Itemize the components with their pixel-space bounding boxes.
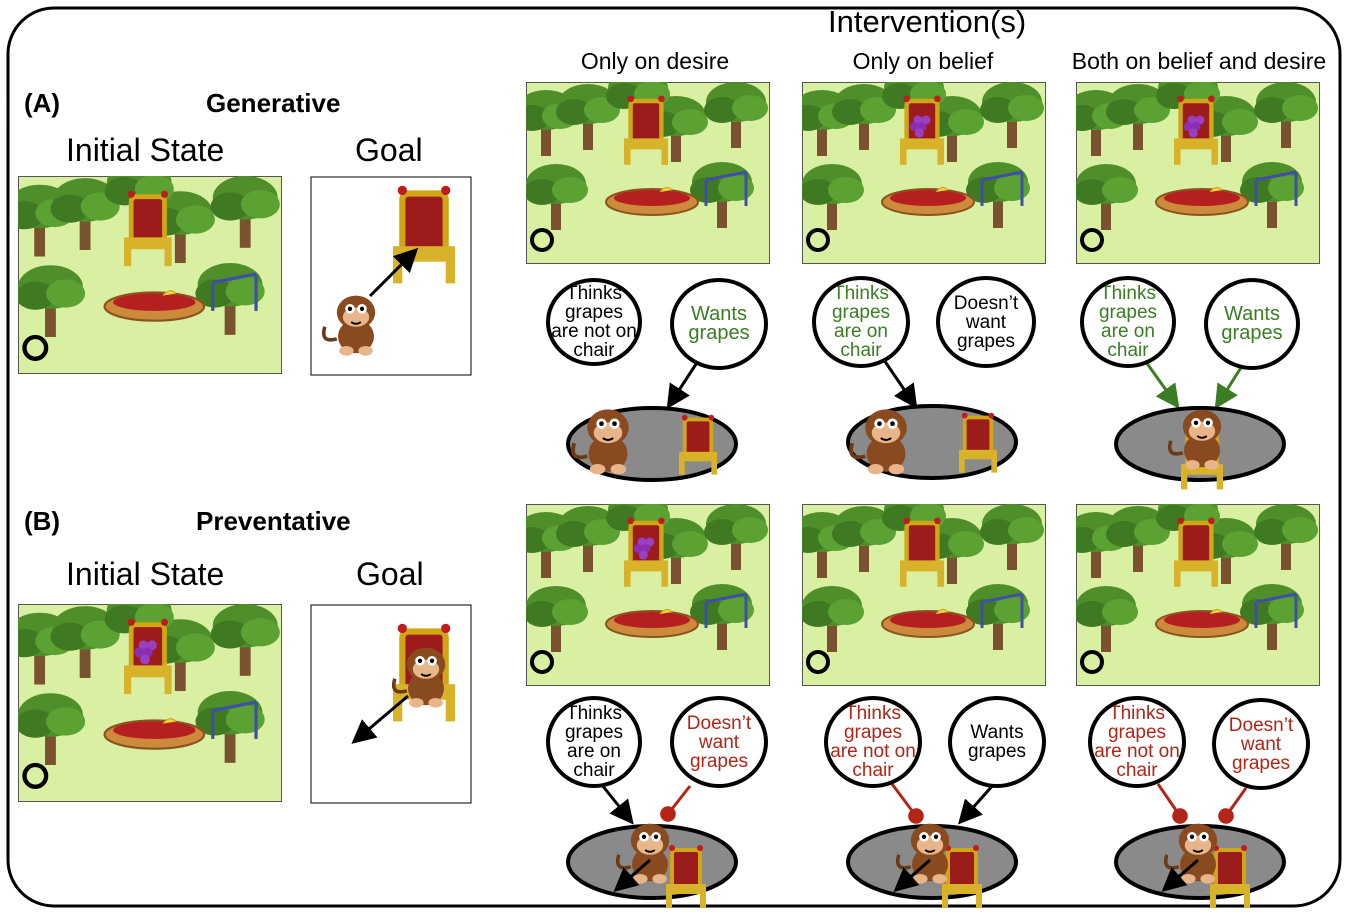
desire-bubble-b-belief: Wants grapes [948,696,1046,788]
initial-state-scene-a [18,176,282,374]
arrow-a-desire [666,357,702,410]
desire-bubble-a-belief: Doesn’t want grapes [936,276,1036,368]
panel-a-label: (A) [24,88,61,118]
desire-bubble-b-desire: Doesn’t want grapes [670,696,768,788]
panel-b-title: Preventative [196,506,351,536]
desire-bubble-a-both: Wants grapes [1204,278,1300,370]
scene-a-belief [802,82,1046,264]
link-b-belief-belief [890,783,924,824]
scene-a-desire [526,82,770,264]
link-b-both-desire [1218,787,1248,824]
link-b-both-belief [1156,783,1188,824]
belief-bubble-a-both: Thinks grapes are on chair [1080,276,1176,368]
arrow-a-both-belief [1144,361,1180,409]
scene-b-both [1076,504,1320,686]
panel-b-label: (B) [24,506,61,536]
belief-bubble-b-both: Thinks grapes are not on chair [1088,696,1186,788]
panel-a-title: Generative [206,88,341,118]
panel-b-initial-label: Initial State [66,556,225,592]
arrow-b-belief-desire [958,783,996,825]
panel-a-goal-label: Goal [355,132,423,168]
link-b-desire-desire [660,785,692,822]
arrow-a-both-desire [1214,365,1244,410]
belief-bubble-a-belief: Thinks grapes are on chair [812,276,910,368]
desire-bubble-a-desire: Wants grapes [670,278,768,370]
panel-b-goal-label: Goal [356,556,424,592]
belief-bubble-a-desire: Thinks grapes are not on chair [546,278,642,366]
goal-box-b [310,604,472,804]
scene-b-desire [526,504,770,686]
intervention-title: Intervention(s) [828,4,1027,39]
column-header-belief: Only on belief [852,48,994,74]
desire-bubble-b-both: Doesn’t want grapes [1212,698,1310,790]
belief-bubble-b-belief: Thinks grapes are not on chair [824,696,922,788]
belief-bubble-b-desire: Thinks grapes are on chair [546,696,642,788]
scene-b-belief [802,504,1046,686]
goal-box-a [310,176,472,376]
arrow-a-belief [882,359,918,409]
column-header-both: Both on belief and desire [1071,48,1327,74]
initial-state-scene-b [18,604,282,802]
column-header-desire: Only on desire [580,48,730,74]
scene-a-both [1076,82,1320,264]
panel-a-initial-label: Initial State [66,132,225,168]
